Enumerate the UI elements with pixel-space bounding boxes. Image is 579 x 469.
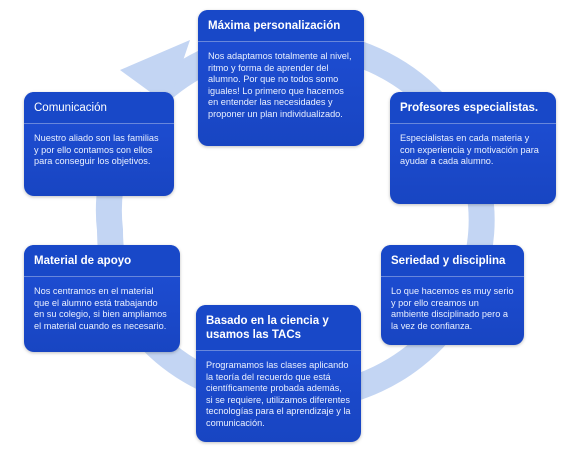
card-title: Material de apoyo <box>24 245 180 277</box>
card-text: Nuestro aliado son las familias y por el… <box>34 133 159 167</box>
card-text: Nos adaptamos totalmente al nivel, ritmo… <box>208 51 352 119</box>
card-material-apoyo: Material de apoyo Nos centramos en el ma… <box>24 245 180 352</box>
card-seriedad-disciplina: Seriedad y disciplina Lo que hacemos es … <box>381 245 524 345</box>
card-title: Comunicación <box>24 92 174 124</box>
card-comunicacion: Comunicación Nuestro aliado son las fami… <box>24 92 174 196</box>
card-text: Lo que hacemos es muy serio y por ello c… <box>391 286 514 331</box>
card-title: Seriedad y disciplina <box>381 245 524 277</box>
card-maxima-personalizacion: Máxima personalización Nos adaptamos tot… <box>198 10 364 146</box>
card-title: Basado en la ciencia y usamos las TACs <box>196 305 361 351</box>
arrow-head-icon <box>120 40 190 105</box>
card-title: Profesores especialistas. <box>390 92 556 124</box>
card-ciencia-tacs: Basado en la ciencia y usamos las TACs P… <box>196 305 361 442</box>
card-text: Especialistas en cada materia y con expe… <box>400 133 539 167</box>
card-title: Máxima personalización <box>198 10 364 42</box>
card-profesores-especialistas: Profesores especialistas. Especialistas … <box>390 92 556 204</box>
card-text: Nos centramos en el material que el alum… <box>34 286 167 331</box>
card-text: Programamos las clases aplicando la teor… <box>206 360 351 428</box>
